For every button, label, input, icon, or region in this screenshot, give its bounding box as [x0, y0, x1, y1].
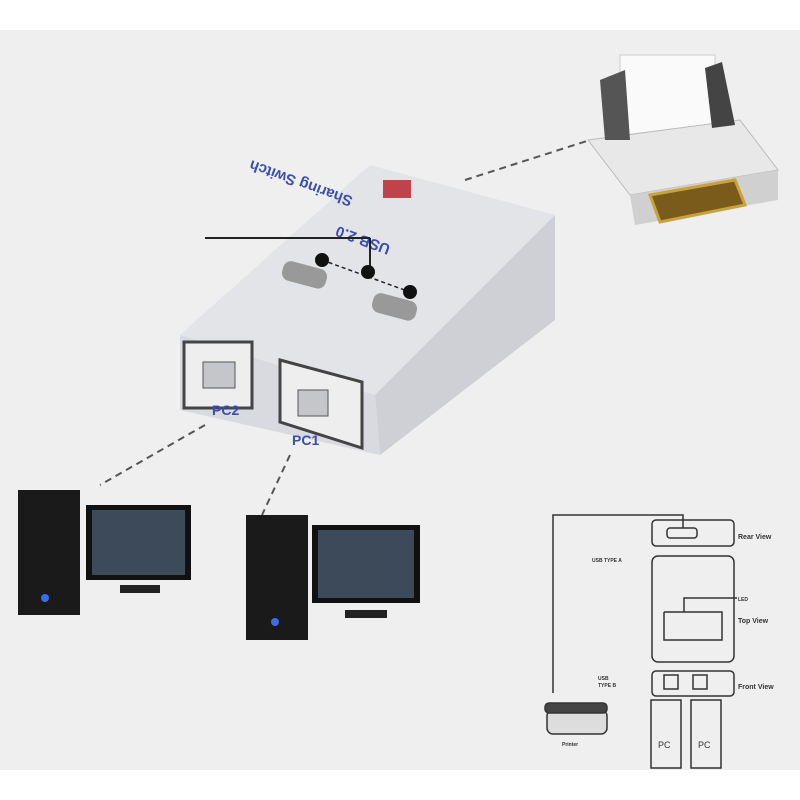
- led-dot: [403, 285, 417, 299]
- label-printer: Printer: [562, 742, 578, 748]
- label-pc-left: PC: [658, 740, 671, 750]
- label-front-view: Front View: [738, 684, 774, 691]
- computer-pc2: [18, 490, 191, 615]
- printer-image: [587, 54, 779, 225]
- led-dot: [361, 265, 375, 279]
- label-rear-view: Rear View: [738, 534, 772, 541]
- computer-pc1: [246, 515, 420, 640]
- label-usb-type-b-2: TYPE B: [598, 683, 616, 689]
- pc2-select-button: [281, 261, 328, 289]
- label-usb-type-b-1: USB: [598, 676, 609, 682]
- brand-logo: [383, 180, 411, 198]
- label-usb-type-a: USB TYPE A: [592, 558, 622, 564]
- port-label-pc2: PC2: [212, 402, 239, 418]
- label-led: LED: [738, 597, 748, 603]
- pc1-select-button: [371, 293, 418, 321]
- label-pc-right: PC: [698, 740, 711, 750]
- wiring-schematic: [544, 514, 737, 769]
- connection-lines: [99, 139, 591, 516]
- port-label-pc1: PC1: [292, 432, 319, 448]
- led-dot: [315, 253, 329, 267]
- label-top-view: Top View: [738, 618, 769, 625]
